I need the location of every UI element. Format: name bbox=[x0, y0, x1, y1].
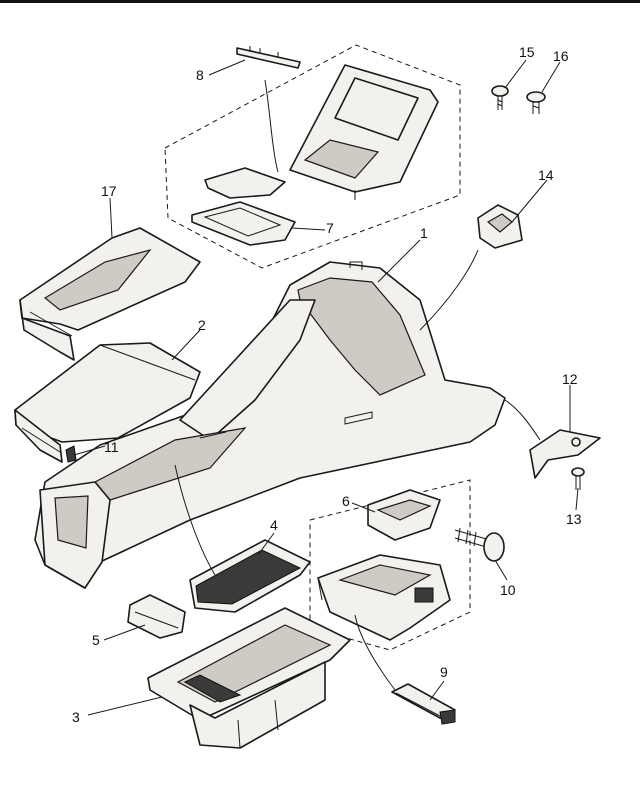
leader-2 bbox=[171, 329, 201, 361]
callout-15: 15 bbox=[519, 44, 535, 60]
callout-2: 2 bbox=[198, 317, 206, 333]
switch-part bbox=[391, 683, 456, 725]
callout-6: 6 bbox=[342, 493, 350, 509]
ashtray-housing-part bbox=[317, 554, 451, 641]
screw-16-part bbox=[526, 91, 546, 114]
trim-frame-part bbox=[191, 201, 296, 246]
bracket-clip-part bbox=[477, 204, 523, 249]
callout-17: 17 bbox=[101, 183, 117, 199]
screw-15-part bbox=[491, 85, 509, 110]
screw-13-part bbox=[571, 467, 585, 490]
clip-strip-part bbox=[236, 46, 301, 69]
callout-4: 4 bbox=[270, 517, 278, 533]
ashtray-insert-part bbox=[367, 489, 441, 541]
mounting-bracket-part bbox=[529, 429, 601, 479]
shifter-bezel-part bbox=[289, 64, 439, 200]
leader-9 bbox=[429, 680, 445, 701]
top-border bbox=[0, 0, 640, 3]
callout-14: 14 bbox=[538, 167, 554, 183]
callout-12: 12 bbox=[562, 371, 578, 387]
leader-11 bbox=[73, 445, 106, 456]
wire-line-8 bbox=[264, 79, 279, 173]
wire-line-9 bbox=[354, 614, 396, 691]
leader-5 bbox=[103, 624, 146, 641]
leader-7 bbox=[291, 227, 326, 231]
push-pin-part bbox=[454, 527, 505, 562]
callout-10: 10 bbox=[500, 582, 516, 598]
leader-15 bbox=[504, 59, 527, 89]
tray-mat-part bbox=[189, 539, 311, 613]
tray-insert-part bbox=[204, 167, 286, 199]
leader-13 bbox=[575, 487, 579, 511]
callout-8: 8 bbox=[196, 67, 204, 83]
callout-1: 1 bbox=[420, 225, 428, 241]
leader-6 bbox=[351, 502, 376, 513]
callout-5: 5 bbox=[92, 632, 100, 648]
leader-17 bbox=[109, 197, 113, 239]
leader-4 bbox=[257, 532, 275, 556]
callout-7: 7 bbox=[326, 220, 334, 236]
leader-10 bbox=[494, 559, 508, 581]
wire-line-4 bbox=[174, 464, 216, 576]
callout-16: 16 bbox=[553, 48, 569, 64]
leader-16 bbox=[541, 61, 561, 93]
ashtray-latch bbox=[414, 587, 434, 603]
console-body-part bbox=[34, 261, 506, 589]
wire-line-14 bbox=[419, 249, 479, 331]
leader-3 bbox=[87, 696, 163, 716]
leader-8 bbox=[208, 59, 246, 76]
storage-bin-part bbox=[147, 607, 351, 749]
callout-3: 3 bbox=[72, 709, 80, 725]
callout-13: 13 bbox=[566, 511, 582, 527]
leader-1 bbox=[377, 239, 421, 283]
leader-14 bbox=[511, 179, 548, 223]
wire-line-12 bbox=[504, 399, 541, 441]
callout-11: 11 bbox=[104, 439, 119, 455]
dashed-group-box-right bbox=[309, 479, 471, 651]
armrest-cover-part bbox=[19, 227, 201, 361]
armrest-lid-part bbox=[14, 342, 201, 463]
dashed-group-box-top bbox=[164, 44, 461, 269]
callout-9: 9 bbox=[440, 664, 448, 680]
latch-part bbox=[65, 445, 77, 463]
small-pad-part bbox=[127, 594, 186, 639]
